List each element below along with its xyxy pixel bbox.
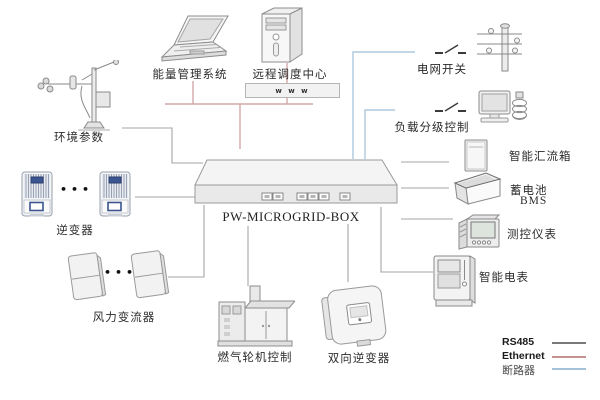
dispatch-tower-icon	[261, 7, 303, 63]
legend-rs485-label: RS485	[502, 336, 535, 348]
hub-label: PW-MICROGRID-BOX	[222, 209, 360, 224]
www-label: w w w	[275, 86, 310, 95]
microgrid-box-icon	[194, 159, 398, 204]
inverter-icon-1	[21, 171, 53, 217]
legend-rs485-swatch	[552, 342, 586, 344]
wind-converter-icon-1	[67, 252, 107, 301]
combiner-box-icon	[464, 139, 488, 172]
battery-label-line2: BMS	[520, 195, 548, 207]
gas-turbine-icon	[217, 285, 295, 347]
env-label: 环境参数	[54, 132, 104, 144]
legend-breaker-label: 断路器	[502, 365, 535, 377]
inverter-ellipsis: •••	[60, 183, 94, 196]
load-monitor-icon	[478, 90, 511, 123]
bidirectional-label: 双向逆变器	[327, 353, 391, 365]
smart-meter-icon	[433, 255, 476, 307]
power-pole-icon	[477, 23, 522, 72]
load-control-label: 负载分级控制	[394, 122, 470, 134]
legend-breaker-swatch	[552, 368, 586, 370]
gas-turbine-label: 燃气轮机控制	[217, 352, 293, 364]
grid-switch-symbol-icon	[435, 44, 466, 54]
legend-ethernet-swatch	[552, 356, 586, 358]
legend-ethernet-label: Ethernet	[502, 350, 545, 362]
line-wind-rs485	[168, 205, 205, 278]
line-load-control-breaker	[364, 109, 395, 159]
line-grid-switch-breaker	[352, 51, 415, 159]
grid-switch-label: 电网开关	[417, 64, 467, 76]
load-switch-symbol-icon	[435, 102, 466, 112]
combiner-label: 智能汇流箱	[509, 151, 572, 163]
www-internet-bar: w w w	[245, 83, 340, 98]
instrument-label: 测控仪表	[507, 229, 557, 241]
line-smart-meter-rs485	[380, 207, 433, 273]
inverter-icon-2	[99, 171, 131, 217]
light-bulb-icon	[512, 91, 527, 120]
wind-ellipsis: •••	[104, 266, 138, 279]
laptop-icon	[160, 15, 229, 62]
wind-label: 风力变流器	[92, 312, 156, 324]
ems-label: 能量管理系统	[152, 69, 228, 81]
wind-converter-icon-2	[130, 250, 170, 299]
dispatch-label: 远程调度中心	[252, 69, 328, 81]
instrument-icon	[458, 214, 501, 250]
line-env-rs485	[122, 127, 203, 164]
smart-meter-label: 智能电表	[479, 272, 529, 284]
inverter-label: 逆变器	[56, 225, 94, 237]
battery-icon	[453, 172, 502, 205]
battery-label-line1: 蓄电池	[510, 185, 548, 197]
bidirectional-inverter-icon	[321, 285, 387, 347]
weather-station-icon	[37, 60, 119, 131]
